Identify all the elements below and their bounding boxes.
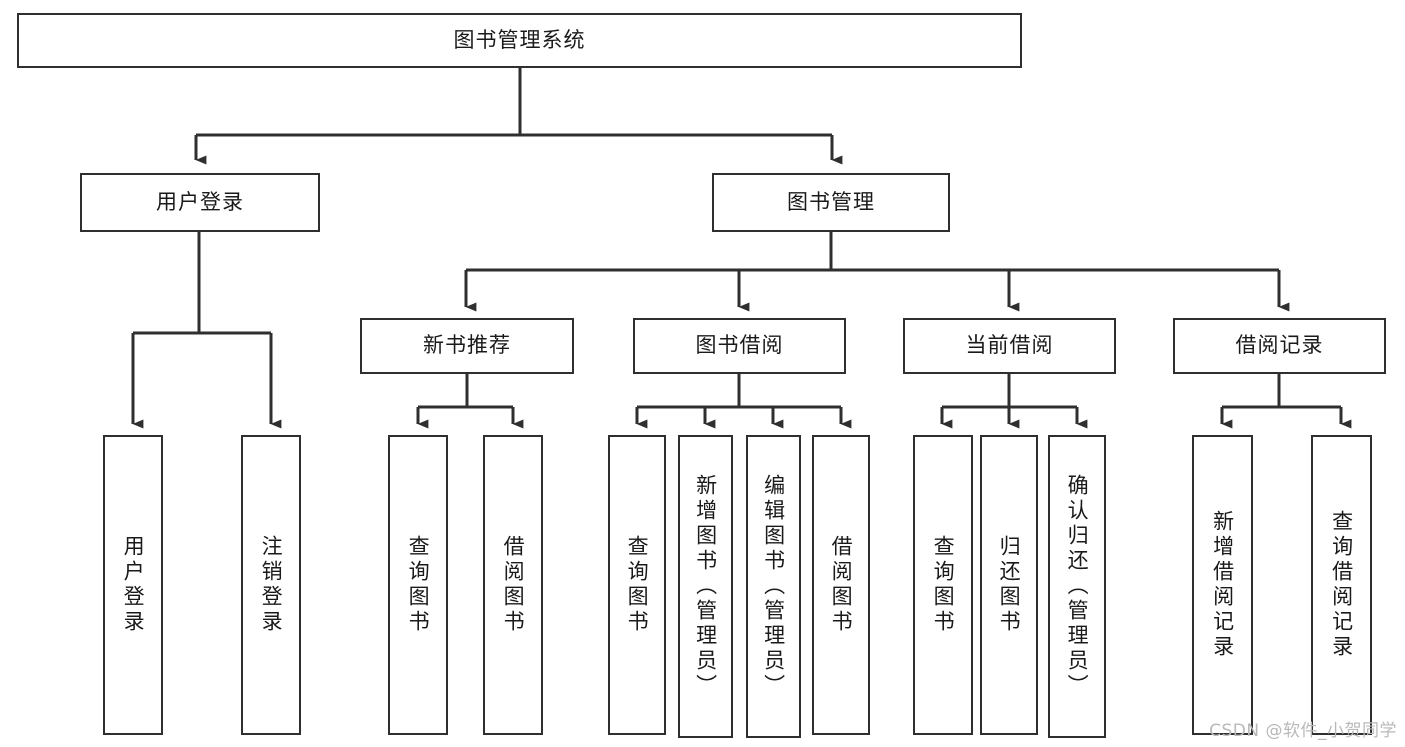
csdn-watermark: CSDN @软件_小贺同学 bbox=[1209, 721, 1397, 741]
node-leaf-query-book-borrow[interactable]: 查询图书 bbox=[608, 435, 666, 735]
node-label: 查询图书 bbox=[931, 535, 956, 635]
node-label: 用户登录 bbox=[121, 535, 146, 635]
node-label: 确认归还（管理员） bbox=[1065, 474, 1090, 699]
node-leaf-add-borrow-record[interactable]: 新增借阅记录 bbox=[1192, 435, 1253, 735]
node-borrow-record[interactable]: 借阅记录 bbox=[1173, 318, 1386, 374]
node-leaf-query-borrow-record[interactable]: 查询借阅记录 bbox=[1311, 435, 1372, 735]
node-label: 用户登录 bbox=[156, 189, 244, 214]
node-leaf-borrow-book[interactable]: 借阅图书 bbox=[812, 435, 870, 735]
node-leaf-edit-book-admin[interactable]: 编辑图书（管理员） bbox=[746, 435, 801, 738]
node-root-system[interactable]: 图书管理系统 bbox=[17, 13, 1022, 68]
node-label: 查询图书 bbox=[625, 535, 650, 635]
node-label: 借阅记录 bbox=[1235, 333, 1324, 358]
node-leaf-add-book-admin[interactable]: 新增图书（管理员） bbox=[678, 435, 733, 738]
node-label: 查询借阅记录 bbox=[1329, 510, 1354, 660]
node-label: 借阅图书 bbox=[829, 535, 854, 635]
node-label: 图书管理 bbox=[787, 189, 875, 214]
node-label: 编辑图书（管理员） bbox=[761, 474, 786, 699]
node-user-login[interactable]: 用户登录 bbox=[80, 173, 320, 232]
node-new-book-recommend[interactable]: 新书推荐 bbox=[360, 318, 574, 374]
node-leaf-borrow-book-recommend[interactable]: 借阅图书 bbox=[483, 435, 543, 735]
node-label: 新书推荐 bbox=[423, 333, 511, 358]
node-label: 注销登录 bbox=[259, 535, 284, 635]
node-label: 借阅图书 bbox=[501, 535, 526, 635]
node-label: 当前借阅 bbox=[965, 333, 1054, 358]
node-label: 归还图书 bbox=[997, 535, 1022, 635]
node-leaf-query-book-current[interactable]: 查询图书 bbox=[913, 435, 973, 735]
node-leaf-confirm-return-admin[interactable]: 确认归还（管理员） bbox=[1048, 435, 1106, 738]
node-leaf-user-login[interactable]: 用户登录 bbox=[103, 435, 163, 735]
node-label: 图书借阅 bbox=[695, 333, 784, 358]
node-book-management[interactable]: 图书管理 bbox=[712, 173, 950, 232]
node-label: 图书管理系统 bbox=[453, 27, 586, 52]
node-label: 查询图书 bbox=[406, 535, 431, 635]
node-leaf-return-book[interactable]: 归还图书 bbox=[980, 435, 1038, 735]
node-label: 新增图书（管理员） bbox=[693, 474, 718, 699]
node-book-borrow[interactable]: 图书借阅 bbox=[633, 318, 846, 374]
node-leaf-query-book-recommend[interactable]: 查询图书 bbox=[388, 435, 448, 735]
node-label: 新增借阅记录 bbox=[1210, 510, 1235, 660]
node-current-borrow[interactable]: 当前借阅 bbox=[903, 318, 1116, 374]
node-leaf-logout[interactable]: 注销登录 bbox=[241, 435, 301, 735]
